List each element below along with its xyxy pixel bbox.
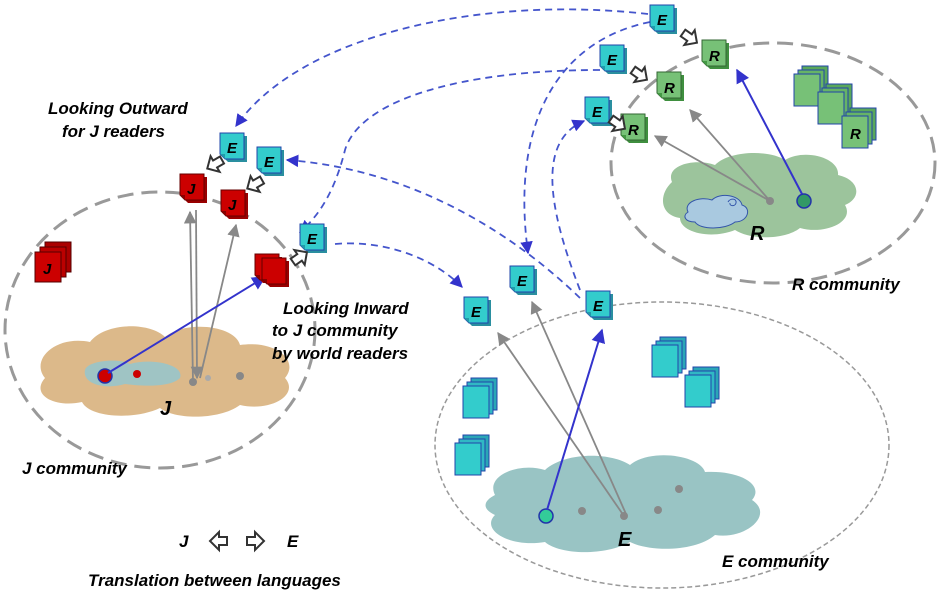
svg-text:R: R xyxy=(709,48,720,65)
j-doc xyxy=(261,257,290,288)
j-node xyxy=(205,375,211,381)
svg-text:E: E xyxy=(657,12,668,29)
svg-text:R: R xyxy=(664,80,675,97)
svg-text:E: E xyxy=(593,298,604,315)
j-node xyxy=(133,370,141,378)
legend-j: J xyxy=(179,532,189,551)
j-community-label: J community xyxy=(22,459,128,478)
svg-text:J: J xyxy=(43,261,52,278)
svg-text:E: E xyxy=(471,304,482,321)
r-cloud-label: R xyxy=(750,223,765,245)
svg-text:E: E xyxy=(307,231,318,248)
translation-arrow xyxy=(241,171,268,198)
looking-outward-label: Looking Outward xyxy=(48,99,188,118)
r-doc: R xyxy=(701,39,730,70)
e-cloud xyxy=(485,455,761,553)
e-node xyxy=(578,507,586,515)
j-doc: J xyxy=(220,189,249,220)
svg-text:R: R xyxy=(850,126,861,143)
looking-inward-label: Looking Inward xyxy=(283,299,409,318)
e-doc: E xyxy=(463,296,492,327)
svg-text:J: J xyxy=(228,197,237,214)
e-doc: E xyxy=(299,223,328,254)
j-doc: J xyxy=(179,173,208,204)
e-reader-node xyxy=(538,508,554,524)
e-doc: E xyxy=(599,44,628,75)
legend-e: E xyxy=(287,532,299,551)
j-doc-stack: J xyxy=(34,241,72,283)
e-doc: E xyxy=(649,4,678,35)
legend-arrow-left-icon xyxy=(209,531,228,551)
looking-inward-label-3: by world readers xyxy=(272,344,408,363)
e-doc: E xyxy=(585,290,614,321)
e-doc-stack xyxy=(684,366,720,408)
j-community-boundary xyxy=(3,190,317,470)
translation-arrow xyxy=(676,24,704,52)
j-node xyxy=(236,372,244,380)
e-node xyxy=(654,506,662,514)
svg-text:E: E xyxy=(227,140,238,157)
translation-flows-dashed xyxy=(235,8,651,299)
e-community-label: E community xyxy=(722,552,830,571)
svg-text:E: E xyxy=(607,52,618,69)
e-doc: E xyxy=(509,265,538,296)
translation-arrow xyxy=(626,61,654,89)
e-doc: E xyxy=(256,146,285,177)
e-doc: E xyxy=(584,96,613,127)
svg-text:R: R xyxy=(628,122,639,139)
r-doc-stack: R xyxy=(841,107,877,149)
translation-caption: Translation between languages xyxy=(88,571,341,590)
e-doc-stack xyxy=(462,377,498,419)
e-cloud-label: E xyxy=(618,529,632,551)
svg-text:E: E xyxy=(517,273,528,290)
legend-arrow-right-icon xyxy=(246,531,265,551)
j-cloud xyxy=(40,326,290,417)
r-community-boundary xyxy=(609,41,937,285)
r-doc: R xyxy=(620,113,649,144)
e-community-boundary xyxy=(434,301,890,589)
authoring-arrows-blue xyxy=(107,68,803,511)
svg-text:J: J xyxy=(187,181,196,198)
e-node xyxy=(675,485,683,493)
looking-inward-label-2: to J community xyxy=(272,321,399,340)
e-doc-stack xyxy=(454,434,490,476)
looking-outward-label-2: for J readers xyxy=(62,122,165,141)
r-reader-node xyxy=(796,193,812,209)
j-cloud-label: J xyxy=(160,398,172,420)
svg-text:E: E xyxy=(264,154,275,171)
e-doc: E xyxy=(219,132,248,163)
svg-text:E: E xyxy=(592,104,603,121)
r-doc: R xyxy=(656,71,685,102)
r-community-label: R community xyxy=(792,275,901,294)
